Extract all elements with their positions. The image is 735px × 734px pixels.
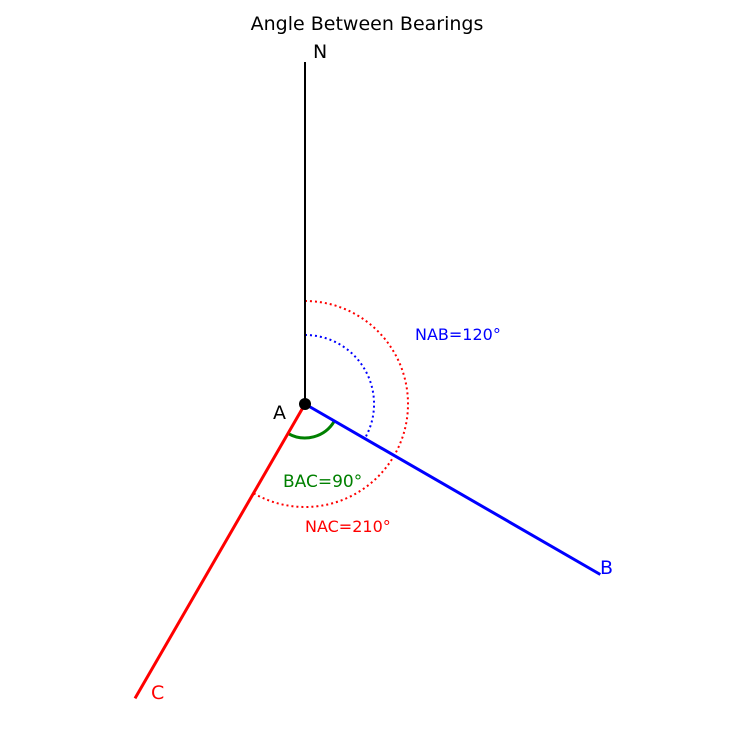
- nab-angle-label: NAB=120°: [415, 325, 501, 344]
- nac-angle-arc: [253, 300, 409, 508]
- bearing-line-ac: [133, 403, 307, 700]
- bearing-line-ab: [304, 402, 602, 576]
- point-b-label: B: [600, 557, 613, 579]
- point-a-label: A: [273, 402, 286, 424]
- nac-angle-label: NAC=210°: [305, 517, 391, 536]
- point-a-marker: [299, 398, 311, 410]
- bac-angle-label: BAC=90°: [283, 472, 362, 492]
- bac-angle-arc: [287, 420, 336, 440]
- north-label: N: [313, 41, 327, 63]
- point-c-label: C: [151, 682, 164, 704]
- diagram-title: Angle Between Bearings: [251, 13, 484, 35]
